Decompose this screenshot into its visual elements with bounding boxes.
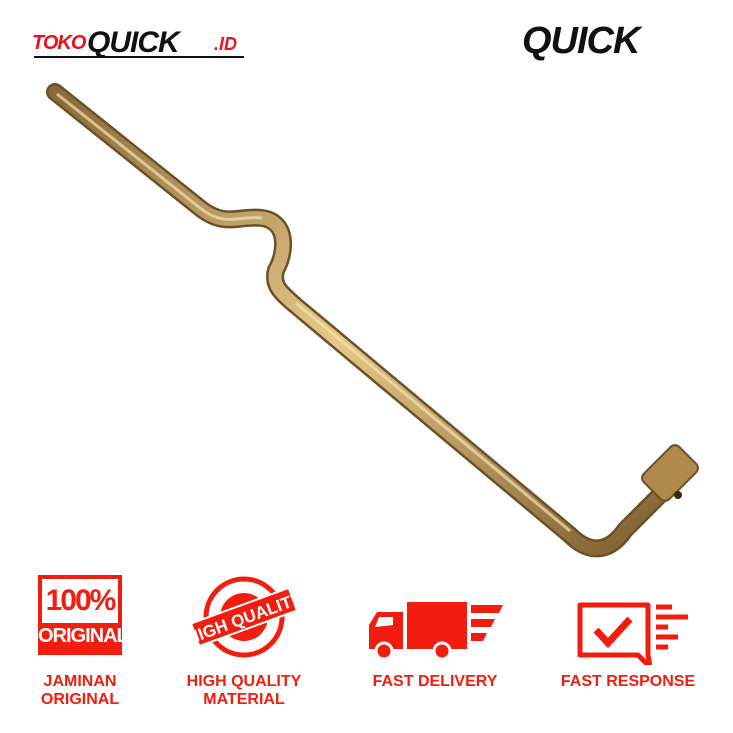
- tokoquick-logo: TOKO QUICK .ID: [32, 26, 247, 59]
- label-line-1: HIGH QUALITY: [186, 673, 302, 690]
- chat-check-icon: [577, 602, 688, 665]
- delivery-truck-icon: [369, 602, 503, 661]
- logo-underline: [34, 56, 244, 58]
- label-line-1: FAST DELIVERY: [372, 673, 498, 690]
- logo-domain: .ID: [214, 34, 238, 54]
- original-badge-icon: 100% ORIGINAL: [38, 575, 129, 655]
- label-line-1: FAST RESPONSE: [560, 673, 696, 690]
- quick-brand-logo: QUICK: [522, 20, 640, 62]
- badge-original-text: ORIGINAL: [38, 625, 129, 647]
- label-line-2: MATERIAL: [203, 691, 285, 708]
- badge-100-text: 100%: [42, 579, 118, 623]
- label-line-1: JAMINAN: [43, 673, 117, 690]
- label-line-2: ORIGINAL: [40, 691, 120, 708]
- logo-toko: TOKO: [32, 32, 86, 54]
- logo-quick: QUICK: [87, 26, 180, 59]
- high-quality-stamp-icon: HIGH QUALITY: [184, 576, 306, 658]
